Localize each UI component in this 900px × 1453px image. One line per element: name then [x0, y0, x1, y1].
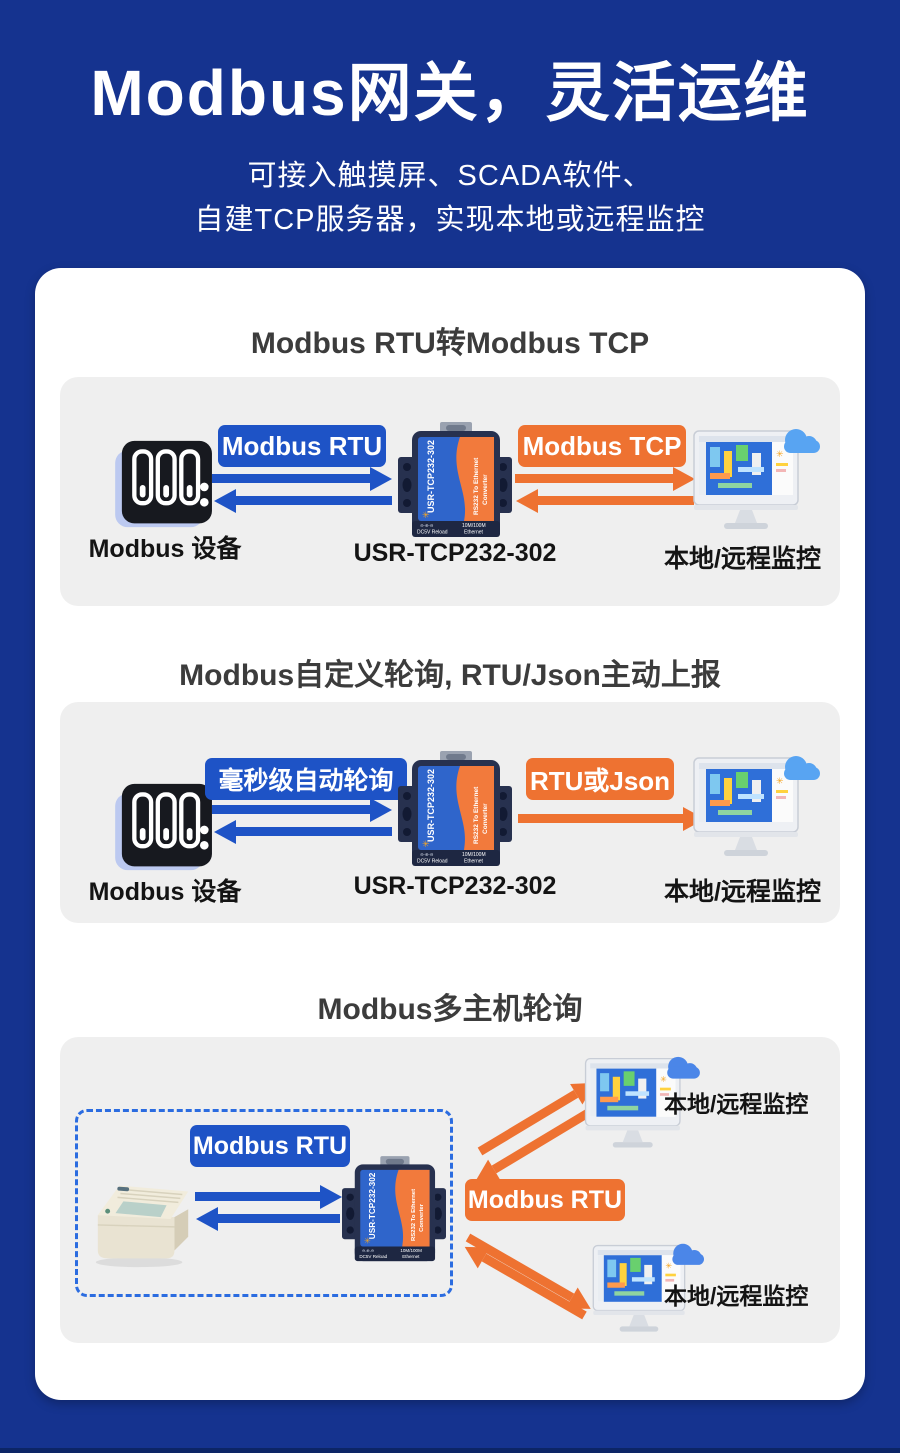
orange-arrow-right-icon — [518, 814, 683, 823]
modbus-device-icon — [115, 783, 212, 871]
auto-poll-badge: 毫秒级自动轮询 — [205, 758, 407, 800]
svg-text:Converter: Converter — [482, 803, 489, 834]
cloud-icon — [672, 1243, 704, 1265]
section1-heading: Modbus RTU转Modbus TCP — [250, 327, 650, 360]
footer-accent-strip — [0, 1448, 900, 1453]
svg-text:RS232 To Ethernet: RS232 To Ethernet — [411, 1189, 417, 1241]
monitor-label: 本地/远程监控 — [664, 878, 821, 906]
svg-text:Ethernet: Ethernet — [402, 1254, 420, 1259]
content-card: Modbus RTU转Modbus TCP Modbus 设备 — [35, 268, 865, 1400]
section3-heading: Modbus多主机轮询 — [317, 993, 583, 1026]
svg-text:USR-TCP232-302: USR-TCP232-302 — [426, 769, 436, 842]
cloud-icon — [784, 429, 820, 453]
svg-text:⊖-⊕-⊖: ⊖-⊕-⊖ — [420, 852, 433, 857]
monitor-cloud-icon: ✳ — [693, 429, 820, 529]
gateway-model-text: USR-TCP232-302 — [426, 440, 436, 513]
modbus-rtu-badge: Modbus RTU — [190, 1125, 350, 1167]
modbus-tcp-badge: Modbus TCP — [518, 425, 686, 467]
modbus-rtu-badge: Modbus RTU — [218, 425, 386, 467]
page-title: Modbus网关，灵活运维 — [90, 57, 810, 129]
monitor-label: 本地/远程监控 — [664, 545, 821, 573]
gateway-label: USR-TCP232-302 — [353, 872, 557, 900]
monitor-cloud-icon: ✳ — [592, 1243, 704, 1332]
page-subtitle-line1: 可接入触摸屏、SCADA软件、 — [247, 160, 653, 192]
orange-arrow-right-icon — [515, 474, 673, 483]
section2-heading: Modbus自定义轮询, RTU/Json主动上报 — [179, 659, 721, 692]
printer-icon — [95, 1185, 189, 1268]
svg-text:Ethernet: Ethernet — [464, 859, 484, 865]
rtu-group-box — [75, 1109, 453, 1297]
monitor-cloud-icon: ✳ — [693, 756, 820, 856]
svg-text:Converter: Converter — [419, 1203, 425, 1232]
svg-text:DC5V Reload: DC5V Reload — [359, 1254, 387, 1259]
svg-text:10M/100M: 10M/100M — [462, 852, 486, 858]
blue-arrow-left-icon — [236, 827, 392, 836]
gateway-power-marking: ⊖-⊕-⊖ — [420, 523, 433, 528]
gateway-device-icon: USR-TCP232-302 RS232 To Ethernet Convert… — [342, 1156, 446, 1262]
monitor-cloud-icon: ✳ — [584, 1056, 700, 1148]
left-device-label: Modbus 设备 — [88, 878, 242, 906]
gateway-port-left-text: DC5V Reload — [417, 530, 448, 536]
screen-logo-icon: ✳ — [776, 449, 784, 459]
brand-spark-icon: ✳ — [422, 510, 430, 520]
section3-panel: Modbus RTU USR-TCP232-302 RS232 To Ether… — [60, 1037, 840, 1343]
svg-text:⊖-⊕-⊖: ⊖-⊕-⊖ — [362, 1249, 374, 1253]
svg-text:USR-TCP232-302: USR-TCP232-302 — [368, 1172, 377, 1239]
screen-logo-icon: ✳ — [660, 1075, 667, 1084]
monitor-top-label: 本地/远程监控 — [664, 1091, 809, 1117]
svg-text:RS232 To Ethernet: RS232 To Ethernet — [473, 786, 480, 844]
orange-arrow-left-icon — [538, 496, 694, 505]
blue-arrow-right-icon — [195, 1192, 320, 1201]
brand-spark-icon: ✳ — [364, 1237, 371, 1246]
cloud-icon — [667, 1056, 700, 1079]
screen-logo-icon: ✳ — [665, 1261, 672, 1270]
rtu-json-badge: RTU或Json — [526, 758, 674, 800]
blue-arrow-left-icon — [218, 1214, 340, 1223]
blue-arrow-right-icon — [212, 805, 370, 814]
monitor-bottom-label: 本地/远程监控 — [664, 1283, 809, 1309]
gateway-port-right1-text: 10M/100M — [462, 523, 486, 529]
gateway-desc1-text: RS232 To Ethernet — [473, 457, 480, 515]
orange-arrow-upleft-icon — [481, 1253, 587, 1320]
gateway-device-icon: USR-TCP232-302 RS232 To Ethernet Convert… — [398, 751, 512, 866]
section2-panel: Modbus 设备 毫秒级自动轮询 USR-TCP232-302 RS232 T… — [60, 702, 840, 923]
blue-arrow-right-icon — [212, 474, 370, 483]
modbus-device-icon — [115, 440, 212, 528]
blue-arrow-left-icon — [236, 496, 392, 505]
svg-text:DC5V Reload: DC5V Reload — [417, 859, 448, 865]
left-device-label: Modbus 设备 — [88, 535, 242, 563]
page-subtitle-line2: 自建TCP服务器，实现本地或远程监控 — [194, 204, 706, 236]
svg-text:10M/100M: 10M/100M — [400, 1248, 422, 1253]
screen-logo-icon: ✳ — [776, 776, 784, 786]
modbus-rtu-orange-badge: Modbus RTU — [465, 1179, 625, 1221]
cloud-icon — [784, 756, 820, 780]
gateway-label: USR-TCP232-302 — [353, 539, 557, 567]
gateway-desc2-text: Converter — [482, 474, 489, 505]
gateway-port-right2-text: Ethernet — [464, 530, 484, 536]
section1-panel: Modbus 设备 Modbus RTU USR-TCP232-302 RS23… — [60, 377, 840, 606]
gateway-device-icon: USR-TCP232-302 RS232 To Ethernet Convert… — [398, 422, 512, 537]
brand-spark-icon: ✳ — [422, 839, 430, 849]
